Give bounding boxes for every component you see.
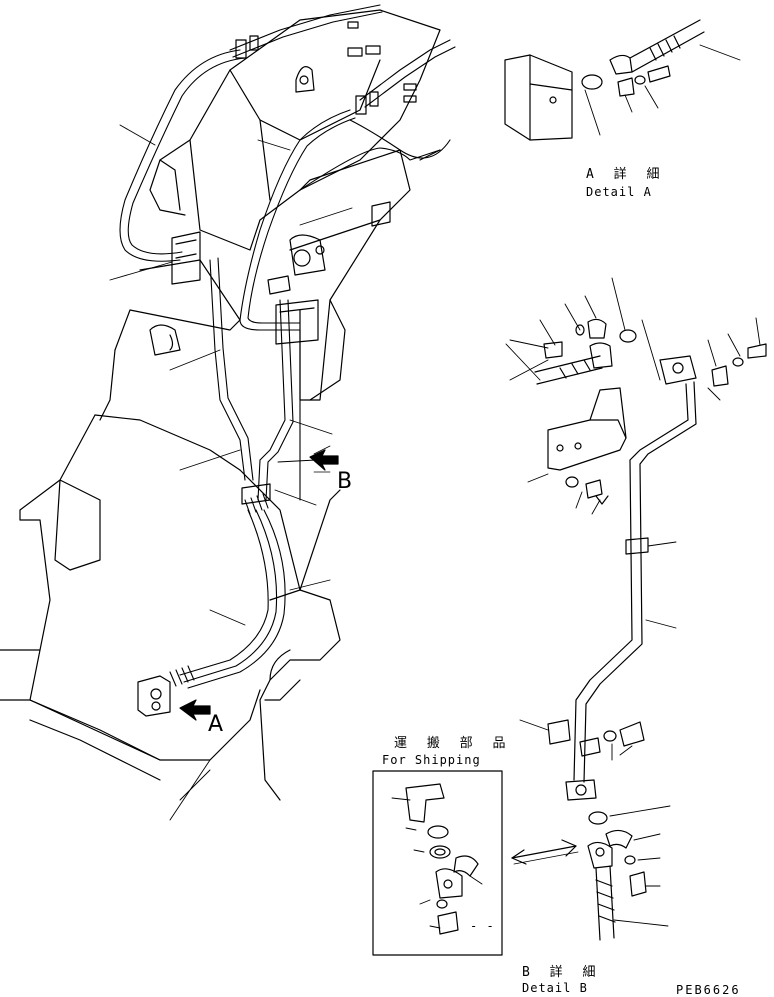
detail-b-title-jp: B 詳 細 [522,965,602,980]
machine-body-outline [0,9,441,801]
shipping-box [372,770,503,956]
leader-lines-main [109,124,353,821]
view-arrow-a [179,699,211,721]
arrow-b-label: B [337,469,353,494]
detail-b-title-en: Detail B [522,981,588,995]
shipping-title-jp: 運 搬 部 品 [394,736,512,751]
exchange-arrow [511,839,579,865]
view-arrow-b [309,445,339,473]
arrow-a-label: A [208,712,224,737]
drawing-code: PEB6626 [676,983,741,997]
detail-a-title-en: Detail A [586,185,652,199]
detail-a-drawing [504,19,741,141]
hydraulic-pipes [119,4,456,689]
shipping-dash: - - [470,919,495,933]
detail-b-drawing [505,277,767,941]
clamp-brackets [137,35,391,717]
detail-a-title-jp: A 詳 細 [586,167,666,182]
shipping-title-en: For Shipping [382,753,481,767]
